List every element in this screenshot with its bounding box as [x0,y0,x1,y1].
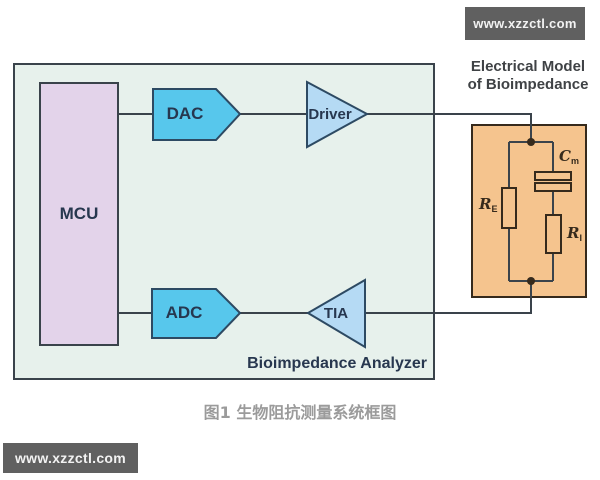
watermark-top-right: www.xzzctl.com [465,7,585,40]
bioimpedance-model-box [471,124,587,298]
figure-caption: 图1 生物阻抗测量系统框图 [203,403,397,422]
re-subscript: E [491,204,498,214]
capacitor-cm-label: Cm [559,149,579,169]
driver-label: Driver [308,106,352,123]
mcu-block: MCU [39,82,119,346]
dac-label: DAC [166,104,204,123]
mcu-label: MCU [59,204,99,223]
ri-subscript: I [579,233,582,243]
heading-line-2: of Bioimpedance [467,76,589,93]
electrical-model-heading: Electrical Model of Bioimpedance [458,58,598,94]
adc-label: ADC [165,303,203,322]
re-symbol: R [479,195,492,213]
tia-label: TIA [323,305,349,322]
cm-symbol: C [559,147,571,165]
watermark-bottom-left: www.xzzctl.com [3,443,138,473]
heading-line-1: Electrical Model [470,58,586,75]
resistor-ri-label: RI [567,226,582,246]
cm-subscript: m [570,156,579,166]
analyzer-label: Bioimpedance Analyzer [247,355,427,372]
ri-symbol: R [567,224,580,242]
resistor-re-label: RE [479,197,497,217]
